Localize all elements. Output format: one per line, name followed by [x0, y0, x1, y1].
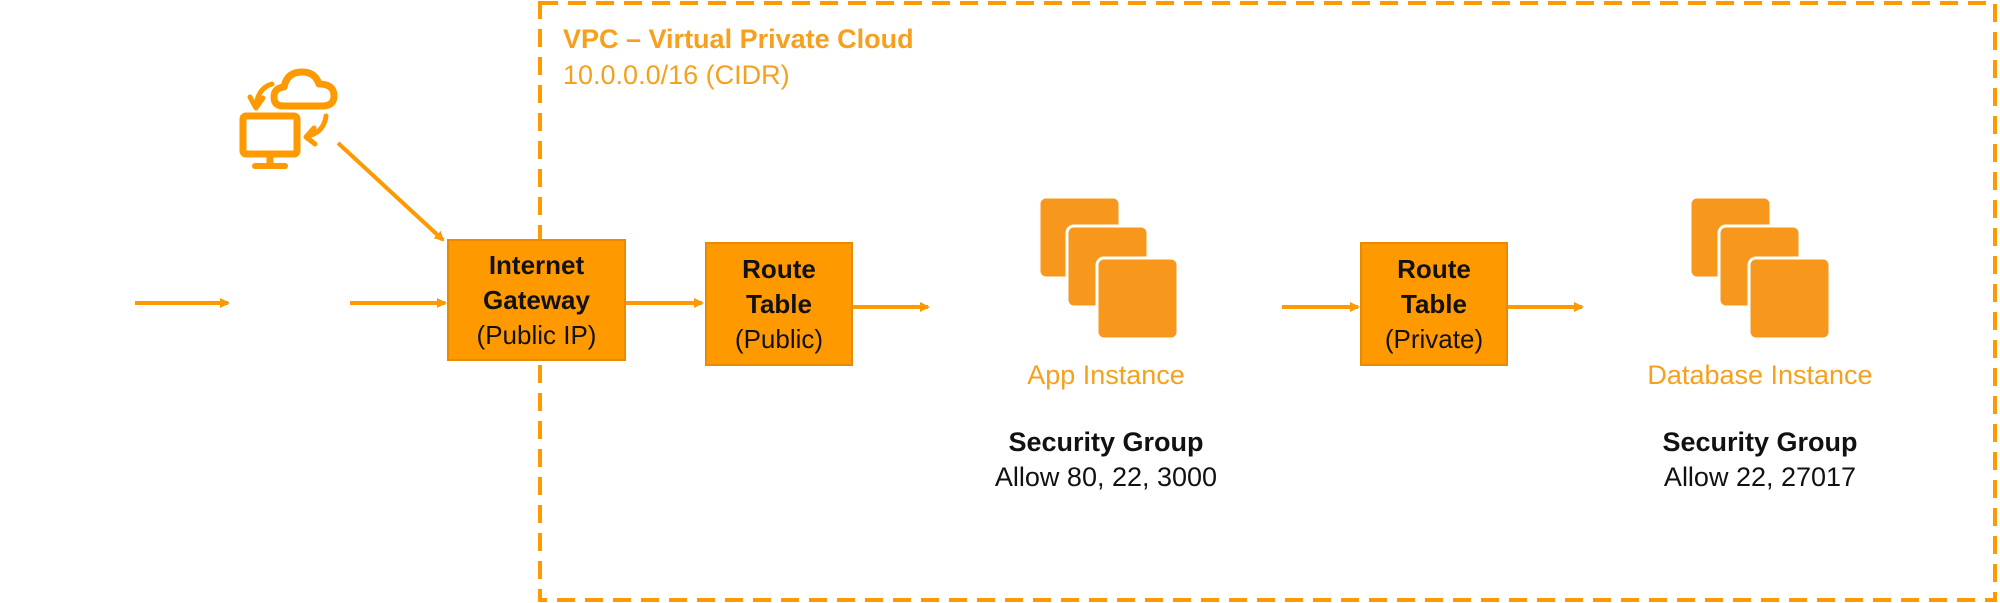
route-table-private-label-3: (Private) — [1384, 323, 1484, 354]
cloud-sync-monitor-icon — [239, 68, 338, 169]
route-table-private-box[interactable]: Route Table (Private) — [1360, 242, 1508, 366]
app-security-group: Security Group Allow 80, 22, 3000 — [995, 425, 1217, 495]
vpc-boundary — [538, 1, 1997, 602]
arrow-diagonal-to-gateway — [336, 141, 445, 242]
route-table-private-label-2: Table — [1401, 288, 1467, 319]
route-table-private-label-1: Route — [1397, 253, 1471, 284]
vpc-cidr: 10.0.0.0/16 (CIDR) — [563, 60, 790, 90]
database-instance-icon — [1688, 195, 1832, 341]
route-table-public-box[interactable]: Route Table (Public) — [705, 242, 853, 366]
database-security-group: Security Group Allow 22, 27017 — [1662, 425, 1857, 495]
database-instance-label: Database Instance — [1647, 360, 1873, 390]
app-security-group-rules: Allow 80, 22, 3000 — [994, 462, 1218, 492]
internet-gateway-box[interactable]: Internet Gateway (Public IP) — [447, 239, 626, 361]
internet-gateway-label-2: Gateway — [483, 284, 590, 315]
database-security-group-title: Security Group — [1662, 427, 1858, 457]
route-table-public-label-3: (Public) — [734, 323, 824, 354]
internet-gateway-label-1: Internet — [488, 249, 585, 280]
internet-gateway-label-3: (Public IP) — [476, 319, 597, 350]
route-table-public-label-2: Table — [746, 288, 812, 319]
route-table-public-label-1: Route — [742, 253, 816, 284]
app-instance-icon — [1037, 195, 1180, 341]
app-security-group-title: Security Group — [1008, 427, 1204, 457]
database-security-group-rules: Allow 22, 27017 — [1663, 462, 1857, 492]
vpc-title: VPC – Virtual Private Cloud — [563, 24, 914, 54]
app-instance-label: App Instance — [1027, 360, 1185, 390]
